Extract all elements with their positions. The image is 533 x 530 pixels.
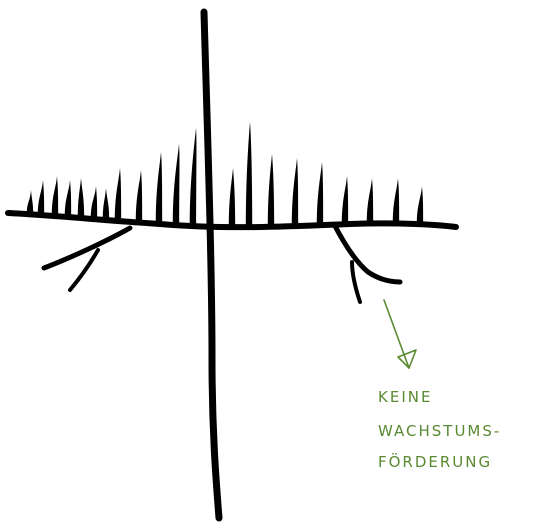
upright-shoot (78, 178, 84, 217)
upright-shoot (246, 122, 252, 226)
main-trunk (204, 12, 219, 518)
upright-shoot (103, 188, 109, 219)
upright-shoot (115, 168, 121, 220)
right-drooping-twig (352, 262, 360, 302)
upright-shoot (173, 144, 180, 223)
upright-shoot (27, 190, 33, 214)
annotation-arrowhead (398, 350, 416, 368)
upright-shoot (367, 178, 373, 223)
upright-shoot (317, 162, 323, 225)
upright-shoot (342, 176, 348, 224)
upright-shoot (190, 128, 197, 225)
upright-shoot (52, 176, 58, 215)
annotation-line-1: KEINE (378, 390, 432, 405)
annotation-line-2: WACHSTUMS- (378, 424, 501, 439)
upright-shoot (65, 180, 71, 216)
upright-shoot (38, 180, 44, 215)
upright-shoot (156, 152, 162, 222)
upright-shoots (27, 122, 423, 226)
right-drooping-branch (335, 226, 400, 282)
annotation-arrow (384, 300, 409, 368)
left-drooping-branch (44, 228, 130, 268)
upright-shoot (91, 186, 97, 218)
upright-shoot (292, 158, 298, 225)
upright-shoot (393, 178, 399, 223)
upright-shoot (229, 168, 235, 226)
upright-shoot (268, 154, 274, 226)
upright-shoot (136, 170, 142, 221)
upright-shoot (417, 186, 423, 224)
annotation-line-3: FÖRDERUNG (378, 455, 492, 470)
